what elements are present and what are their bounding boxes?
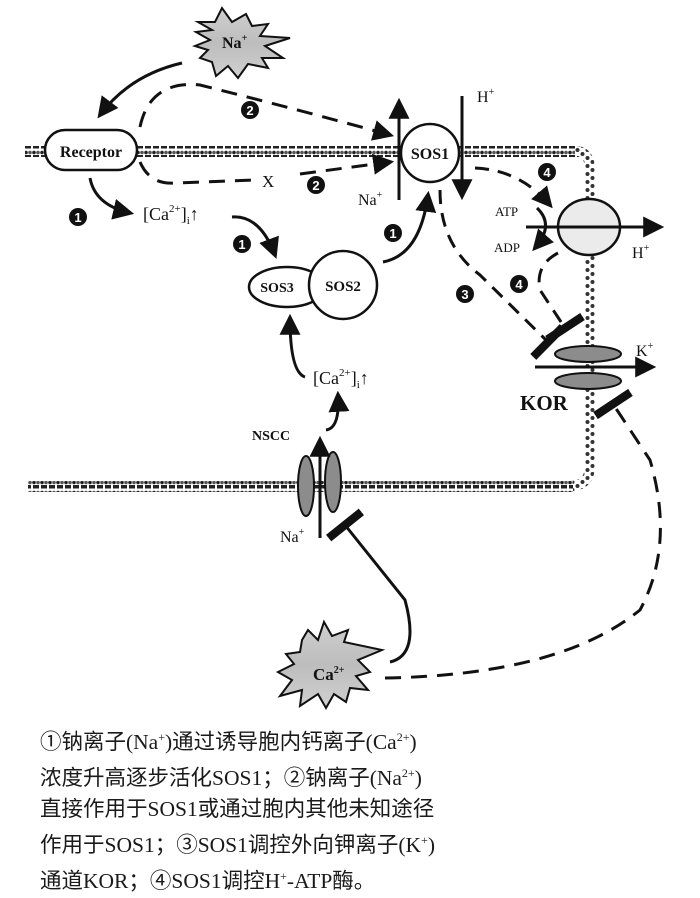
ca-stimulus-label: Ca2+: [313, 665, 345, 684]
ca-level-top: [Ca2+]i↑: [143, 203, 199, 227]
h-ion-efflux-label: H+: [632, 243, 650, 262]
na-ion-nscc-label: Na+: [280, 527, 305, 546]
na-ion-efflux-label: Na+: [358, 190, 383, 209]
caption-line-2: 浓度升高逐步活化SOS1；②钠离子(Na2+): [40, 766, 422, 791]
dashed-arrow-x-to-sos1: [299, 153, 395, 176]
dashed-arrow-na-to-sos1-direct: [138, 83, 395, 141]
svg-text:3: 3: [461, 287, 468, 302]
na-stimulus-label: Na+: [222, 33, 248, 52]
pathway-marker-2b: 2: [307, 176, 325, 194]
pathway-marker-2a: 2: [241, 101, 259, 119]
dashed-inhibition-sos1-to-kor: [438, 189, 566, 360]
figure-caption: ①钠离子(Na+)通过诱导胞内钙离子(Ca2+) 浓度升高逐步活化SOS1；②钠…: [40, 722, 680, 898]
ca-level-bottom: [Ca2+]i↑: [313, 367, 369, 391]
svg-text:4: 4: [543, 165, 551, 180]
ca-stimulus-star: Ca2+: [275, 619, 386, 711]
pathway-marker-4a: 4: [538, 163, 556, 181]
arrow-na-to-receptor: [97, 61, 183, 119]
na-stimulus-star: Na+: [191, 6, 291, 80]
sos3-label: SOS3: [260, 281, 293, 296]
pathway-marker-1a: 1: [69, 208, 87, 226]
arrow-ca-to-sos3: [231, 215, 279, 259]
dashed-inhibition-h-atpase-to-kor: [537, 251, 585, 344]
svg-text:1: 1: [389, 226, 396, 241]
pathway-marker-4b: 4: [510, 275, 528, 293]
svg-text:2: 2: [312, 178, 319, 193]
pathway-marker-3: 3: [456, 285, 474, 303]
h-ion-influx-label: H+: [477, 87, 495, 106]
inhibition-ca-to-nscc: [325, 508, 412, 664]
svg-text:1: 1: [238, 237, 245, 252]
plasma-membrane-corner-top: [574, 146, 595, 171]
arrow-nscc-to-ca: [325, 390, 350, 432]
sos1: SOS1: [399, 122, 461, 184]
kor-channel: [554, 345, 622, 390]
caption-line-4: 作用于SOS1；③SOS1调控外向钾离子(K+): [40, 833, 436, 858]
svg-text:2: 2: [246, 103, 253, 118]
caption-line-1: ①钠离子(Na+)通过诱导胞内钙离子(Ca2+): [40, 730, 417, 755]
salt-signaling-diagram: Na+ Receptor X 2 2 1 [Ca2+]i↑ 1 SOS3 SOS…: [25, 6, 665, 711]
unknown-pathway-x-label: X: [262, 172, 274, 191]
atp-label: ATP: [495, 204, 518, 219]
receptor: Receptor: [43, 128, 139, 172]
nscc-label: NSCC: [252, 429, 290, 444]
receptor-label: Receptor: [60, 144, 122, 161]
caption-line-3: 直接作用于SOS1或通过胞内其他未知途径: [40, 797, 435, 822]
k-ion-label: K+: [636, 341, 654, 360]
arrow-ca-bottom-to-sos3: [279, 313, 306, 379]
svg-text:1: 1: [74, 210, 81, 225]
adp-label: ADP: [494, 240, 520, 255]
sos1-label: SOS1: [411, 146, 449, 163]
plasma-membrane-top: [25, 146, 580, 157]
dashed-inhibition-ca-to-kor: [384, 388, 662, 680]
sos2-label: SOS2: [325, 279, 361, 295]
arrow-receptor-to-ca: [88, 177, 135, 220]
svg-text:4: 4: [515, 277, 523, 292]
dashed-arrow-receptor-via-x: [138, 161, 256, 185]
plasma-membrane-corner-bottom: [569, 464, 595, 491]
kor-label: KOR: [520, 391, 569, 415]
sos3: SOS3: [247, 265, 327, 309]
pathway-marker-1c: 1: [384, 224, 402, 242]
pathway-marker-1b: 1: [233, 235, 251, 253]
nscc-channel: [297, 451, 342, 517]
plasma-membrane-right: [585, 168, 595, 468]
dashed-arrow-sos1-to-h-atpase: [474, 166, 553, 209]
arrow-sos2-to-sos1: [382, 190, 437, 264]
sos2: SOS2: [307, 249, 379, 321]
